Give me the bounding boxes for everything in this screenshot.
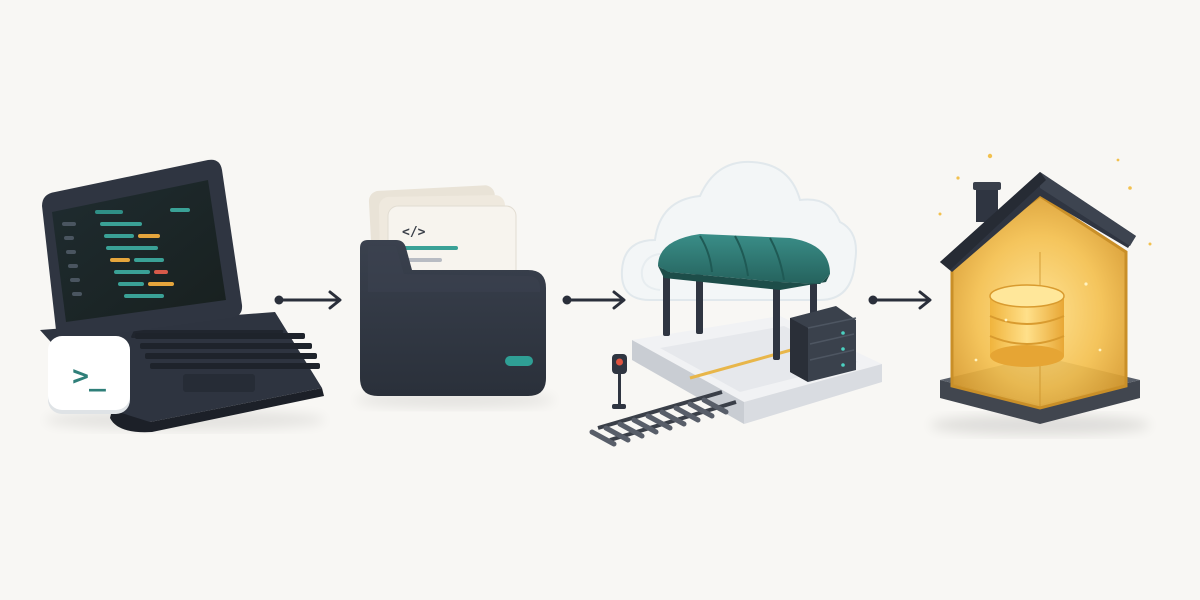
database-cylinder-icon bbox=[989, 284, 1065, 367]
canopy-roof bbox=[658, 234, 830, 290]
cloud-station-icon bbox=[589, 160, 882, 447]
connector-arrow-3 bbox=[868, 290, 932, 310]
rail-signal-icon bbox=[612, 354, 627, 409]
laptop-terminal-icon: >_ bbox=[40, 159, 325, 433]
keyboard bbox=[135, 333, 320, 392]
terminal-badge: >_ bbox=[48, 336, 130, 414]
railway-track bbox=[589, 390, 737, 447]
folder-status-light bbox=[505, 356, 533, 366]
connector-arrow-2 bbox=[562, 290, 626, 310]
code-folder-icon: </> bbox=[355, 185, 555, 408]
chimney bbox=[973, 182, 1001, 222]
screen-code-lines bbox=[95, 208, 190, 298]
terminal-prompt-glyph: >_ bbox=[72, 359, 106, 392]
house-roof bbox=[940, 172, 1136, 272]
connector-arrow-1 bbox=[274, 290, 342, 310]
server-rack-icon bbox=[790, 306, 857, 382]
sparkles bbox=[938, 153, 1152, 362]
database-house-icon bbox=[930, 153, 1152, 435]
code-tag-glyph: </> bbox=[402, 225, 426, 240]
